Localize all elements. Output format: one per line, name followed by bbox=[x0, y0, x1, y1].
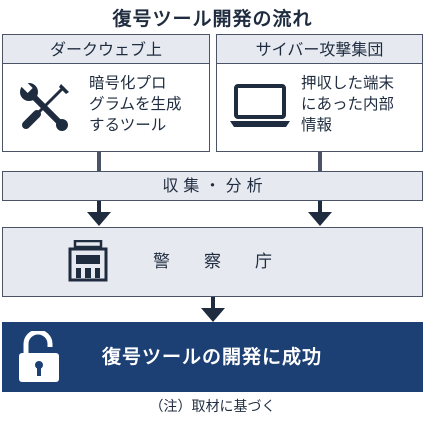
building-icon bbox=[68, 240, 108, 282]
source-box-darkweb: ダークウェブ上 暗号化プロ グラムを生成 するツール bbox=[2, 34, 210, 152]
wrench-screwdriver-icon bbox=[20, 81, 69, 131]
source-line: するツール bbox=[89, 116, 167, 134]
result-box: 復号ツールの開発に成功 bbox=[2, 322, 423, 392]
police-agency-band: 警 察 庁 bbox=[2, 227, 423, 297]
source-line: にあった内部 bbox=[301, 95, 395, 113]
source-label-darkweb: ダークウェブ上 bbox=[3, 35, 209, 64]
arrow-down-icon bbox=[87, 201, 111, 226]
laptop-icon bbox=[230, 84, 290, 127]
connector-right-top bbox=[318, 152, 322, 172]
source-line: 押収した端末 bbox=[301, 74, 395, 92]
police-agency-label: 警 察 庁 bbox=[153, 252, 272, 272]
source-text-darkweb: 暗号化プロ グラムを生成 するツール bbox=[89, 73, 207, 136]
source-note: （注）取材に基づく bbox=[149, 399, 276, 415]
source-line: 暗号化プロ bbox=[89, 74, 167, 92]
arrow-down-icon bbox=[201, 297, 225, 322]
source-label-cyber-group: サイバー攻撃集団 bbox=[217, 35, 422, 64]
collect-analyze-band: 収 集 ・ 分 析 bbox=[2, 171, 423, 201]
arrow-down-icon bbox=[308, 201, 332, 226]
source-line: グラムを生成 bbox=[89, 95, 182, 113]
diagram-title: 復号ツール開発の流れ bbox=[112, 8, 313, 30]
source-line: 情報 bbox=[301, 116, 333, 134]
source-box-cyber-group: サイバー攻撃集団 押収した端末 にあった内部 情報 bbox=[216, 34, 423, 152]
collect-analyze-label: 収 集 ・ 分 析 bbox=[162, 176, 263, 195]
result-label: 復号ツールの開発に成功 bbox=[102, 346, 323, 368]
source-text-cyber-group: 押収した端末 にあった内部 情報 bbox=[301, 73, 421, 136]
unlocked-padlock-icon bbox=[19, 331, 59, 382]
connector-left-top bbox=[97, 152, 101, 172]
